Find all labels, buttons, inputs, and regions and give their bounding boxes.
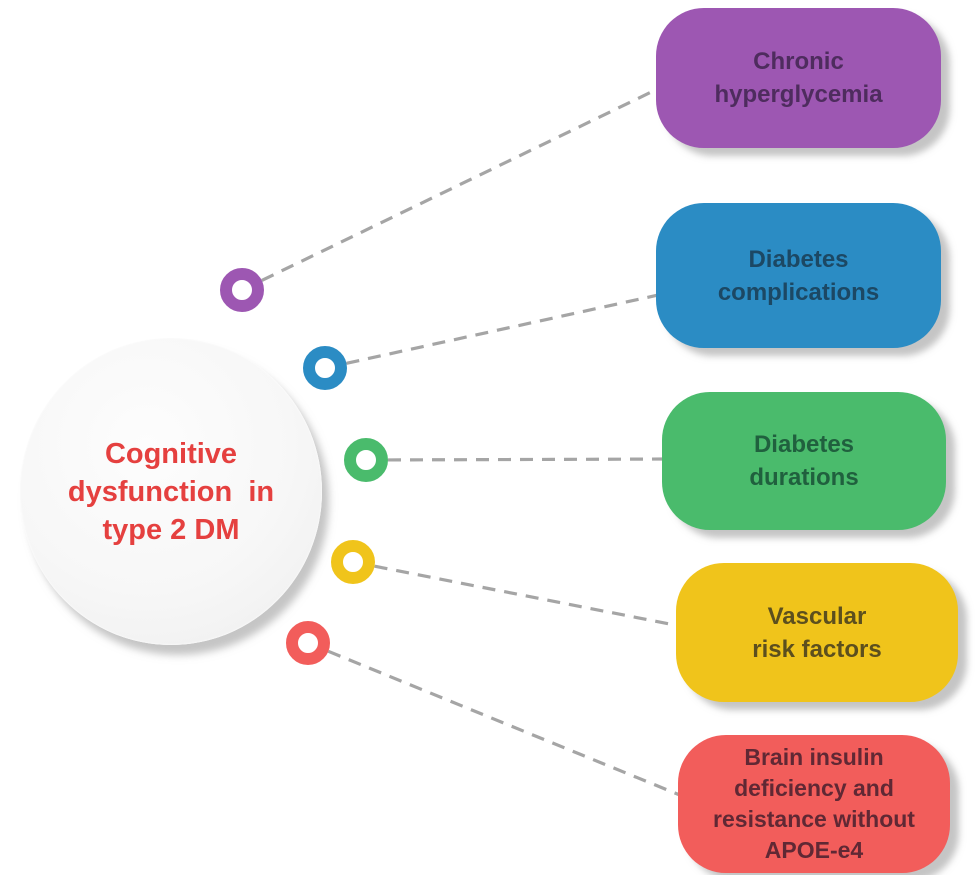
central-node: Cognitive dysfunction in type 2 DM <box>20 338 322 645</box>
connector-diabetes-complications <box>324 290 673 370</box>
bullet-ring-vascular-risk-factors <box>331 540 375 584</box>
node-label-vascular-risk-factors: Vascular risk factors <box>752 602 882 663</box>
connector-chronic-hyperglycemia <box>241 80 673 292</box>
node-diabetes-complications: Diabetes complications <box>656 203 941 348</box>
node-label-diabetes-complications: Diabetes complications <box>717 245 880 306</box>
central-node-label: Cognitive dysfunction in type 2 DM <box>67 437 275 546</box>
node-brain-insulin-deficiency: Brain insulin deficiency and resistance … <box>678 735 950 873</box>
bullet-ring-chronic-hyperglycemia <box>220 268 264 312</box>
node-chronic-hyperglycemia: Chronic hyperglycemia <box>656 8 941 148</box>
bullet-ring-diabetes-complications <box>303 346 347 390</box>
bullet-ring-brain-insulin-deficiency <box>286 621 330 665</box>
node-label-brain-insulin-deficiency: Brain insulin deficiency and resistance … <box>713 744 915 863</box>
connector-diabetes-durations <box>365 457 677 462</box>
node-vascular-risk-factors: Vascular risk factors <box>676 563 958 702</box>
node-label-chronic-hyperglycemia: Chronic hyperglycemia <box>714 48 883 108</box>
node-diabetes-durations: Diabetes durations <box>662 392 946 530</box>
connector-vascular-risk-factors <box>352 560 691 630</box>
node-label-diabetes-durations: Diabetes durations <box>749 431 859 491</box>
connector-brain-insulin-deficiency <box>307 641 693 802</box>
bullet-ring-diabetes-durations <box>344 438 388 482</box>
